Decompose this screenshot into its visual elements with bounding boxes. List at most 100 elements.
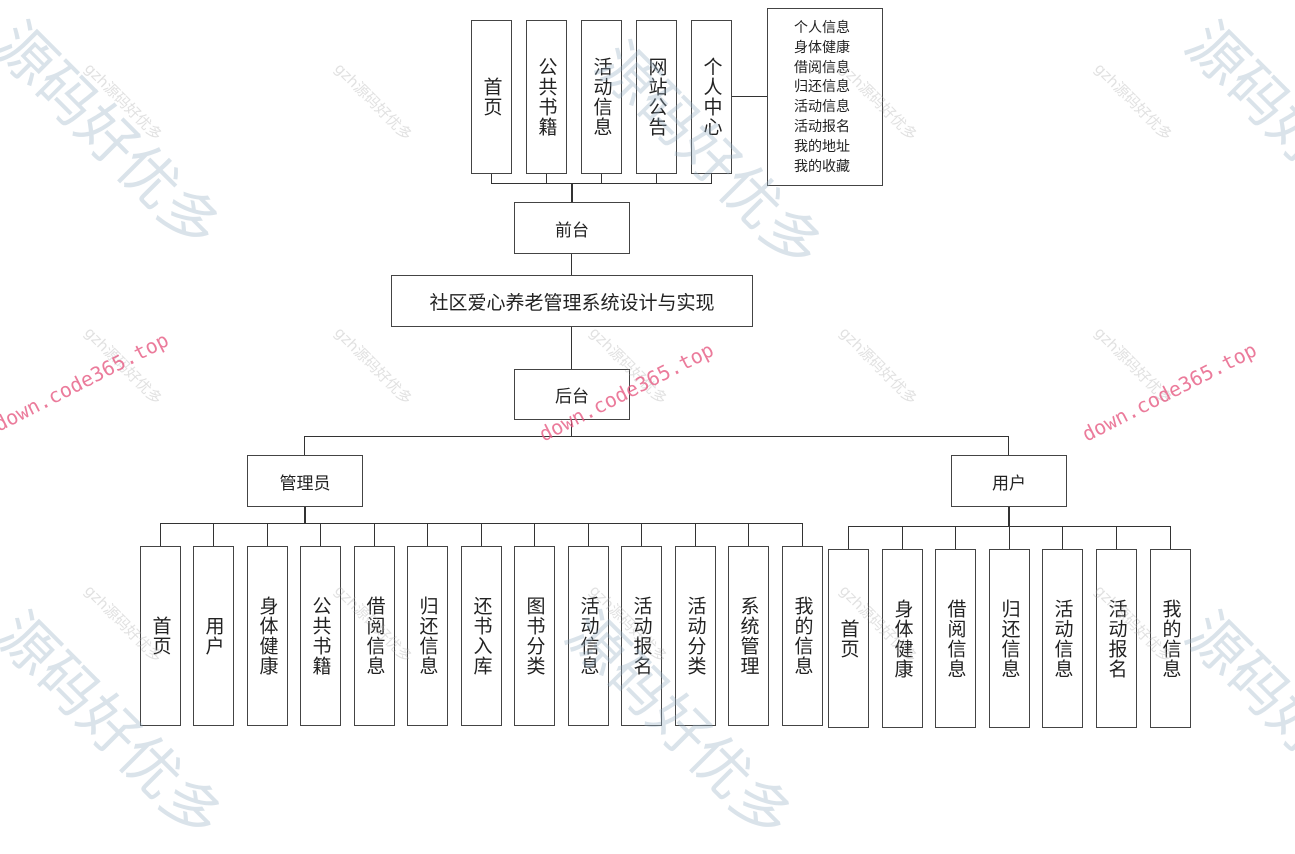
personal-center-item: 个人信息 (794, 20, 850, 36)
module-label: 我的信息 (791, 596, 814, 676)
module-label: 归还信息 (416, 596, 439, 676)
module-label: 借阅信息 (944, 598, 967, 679)
personal-center-item: 身体健康 (794, 39, 850, 56)
module-label: 首页 (480, 77, 503, 117)
user-module-return-info: 归还信息 (989, 549, 1030, 728)
module-label: 首页 (837, 618, 860, 659)
connector (160, 523, 161, 546)
admin-module-book-return-storage: 还书入库 (461, 546, 502, 726)
connector (571, 254, 572, 275)
connector (802, 523, 803, 546)
module-label: 我的信息 (1159, 598, 1182, 679)
user-module-my-info: 我的信息 (1150, 549, 1191, 728)
backend-node: 后台 (514, 369, 630, 420)
watermark-url: down.code365.top (1078, 337, 1261, 447)
connector (1009, 526, 1010, 549)
connector (1170, 526, 1171, 549)
connector (491, 183, 712, 184)
node-label: 后台 (555, 387, 589, 407)
module-label: 系统管理 (737, 596, 760, 676)
connector (732, 96, 767, 97)
connector (546, 174, 547, 183)
connector (1008, 507, 1010, 526)
watermark: gzh源码好优多 (80, 323, 166, 409)
connector (711, 174, 712, 183)
node-label: 用户 (992, 473, 1026, 494)
admin-module-public-books: 公共书籍 (300, 546, 341, 726)
connector (427, 523, 428, 546)
frontend-module-home: 首页 (471, 20, 512, 174)
personal-center-item: 借阅信息 (794, 59, 850, 76)
connector (304, 507, 306, 523)
connector (481, 523, 482, 546)
watermark: gzh源码好优多 (835, 323, 921, 409)
watermark: gzh源码好优多 (330, 59, 416, 145)
connector (601, 174, 602, 183)
user-module-activity-signup: 活动报名 (1096, 549, 1137, 728)
connector (374, 523, 375, 546)
connector (748, 523, 749, 546)
system-structure-diagram: 首页 公共书籍 活动信息 网站公告 个人中心 个人信息 身体健康 借阅信息 归还… (0, 8, 1295, 852)
admin-module-return-info: 归还信息 (407, 546, 448, 726)
module-label: 个人中心 (700, 57, 723, 137)
user-node: 用户 (951, 455, 1067, 507)
personal-center-item: 我的地址 (794, 138, 850, 155)
module-label: 图书分类 (523, 596, 546, 676)
module-label: 首页 (149, 616, 172, 656)
watermark-url: down.code365.top (0, 327, 173, 437)
module-label: 归还信息 (998, 598, 1021, 679)
module-label: 身体健康 (256, 596, 279, 676)
node-label: 管理员 (279, 473, 331, 494)
admin-module-activity-info: 活动信息 (568, 546, 609, 726)
connector (304, 436, 305, 455)
module-label: 活动信息 (590, 57, 613, 137)
watermark: gzh源码好优多 (1090, 323, 1176, 409)
connector (267, 523, 268, 546)
module-label: 还书入库 (470, 596, 493, 676)
connector (588, 523, 589, 546)
root-label: 社区爱心养老管理系统设计与实现 (429, 291, 715, 314)
module-label: 活动报名 (1105, 598, 1128, 679)
admin-module-borrow-info: 借阅信息 (354, 546, 395, 726)
module-label: 活动信息 (577, 596, 600, 676)
watermark: gzh源码好优多 (80, 59, 166, 145)
watermark: gzh源码好优多 (1090, 59, 1176, 145)
connector (955, 526, 956, 549)
admin-node: 管理员 (247, 455, 363, 507)
node-label: 前台 (555, 220, 589, 241)
admin-module-home: 首页 (140, 546, 181, 726)
connector (902, 526, 903, 549)
admin-module-my-info: 我的信息 (782, 546, 823, 726)
connector (571, 420, 572, 436)
user-module-health: 身体健康 (882, 549, 923, 728)
module-label: 公共书籍 (535, 57, 558, 137)
user-module-activity-info: 活动信息 (1042, 549, 1083, 728)
connector (1116, 526, 1117, 549)
admin-module-activity-signup: 活动报名 (621, 546, 662, 726)
watermark: 源码好优多 (0, 9, 234, 263)
module-label: 公共书籍 (309, 596, 332, 676)
frontend-node: 前台 (514, 202, 630, 254)
connector (1062, 526, 1063, 549)
admin-module-users: 用户 (193, 546, 234, 726)
personal-center-item: 归还信息 (794, 79, 850, 96)
connector (656, 174, 657, 183)
root-node: 社区爱心养老管理系统设计与实现 (391, 275, 753, 327)
module-label: 用户 (202, 616, 225, 656)
watermark: 源码好优多 (1172, 9, 1295, 263)
connector (571, 183, 573, 203)
admin-module-health: 身体健康 (247, 546, 288, 726)
user-module-home: 首页 (828, 549, 869, 728)
personal-center-item: 活动信息 (794, 99, 850, 116)
connector (571, 327, 572, 369)
module-label: 活动报名 (630, 596, 653, 676)
connector (320, 523, 321, 546)
connector (491, 174, 492, 183)
watermark: gzh源码好优多 (330, 323, 416, 409)
connector (848, 526, 849, 549)
module-label: 活动信息 (1051, 598, 1074, 679)
admin-module-system-management: 系统管理 (728, 546, 769, 726)
admin-module-book-category: 图书分类 (514, 546, 555, 726)
connector (213, 523, 214, 546)
connector (534, 523, 535, 546)
